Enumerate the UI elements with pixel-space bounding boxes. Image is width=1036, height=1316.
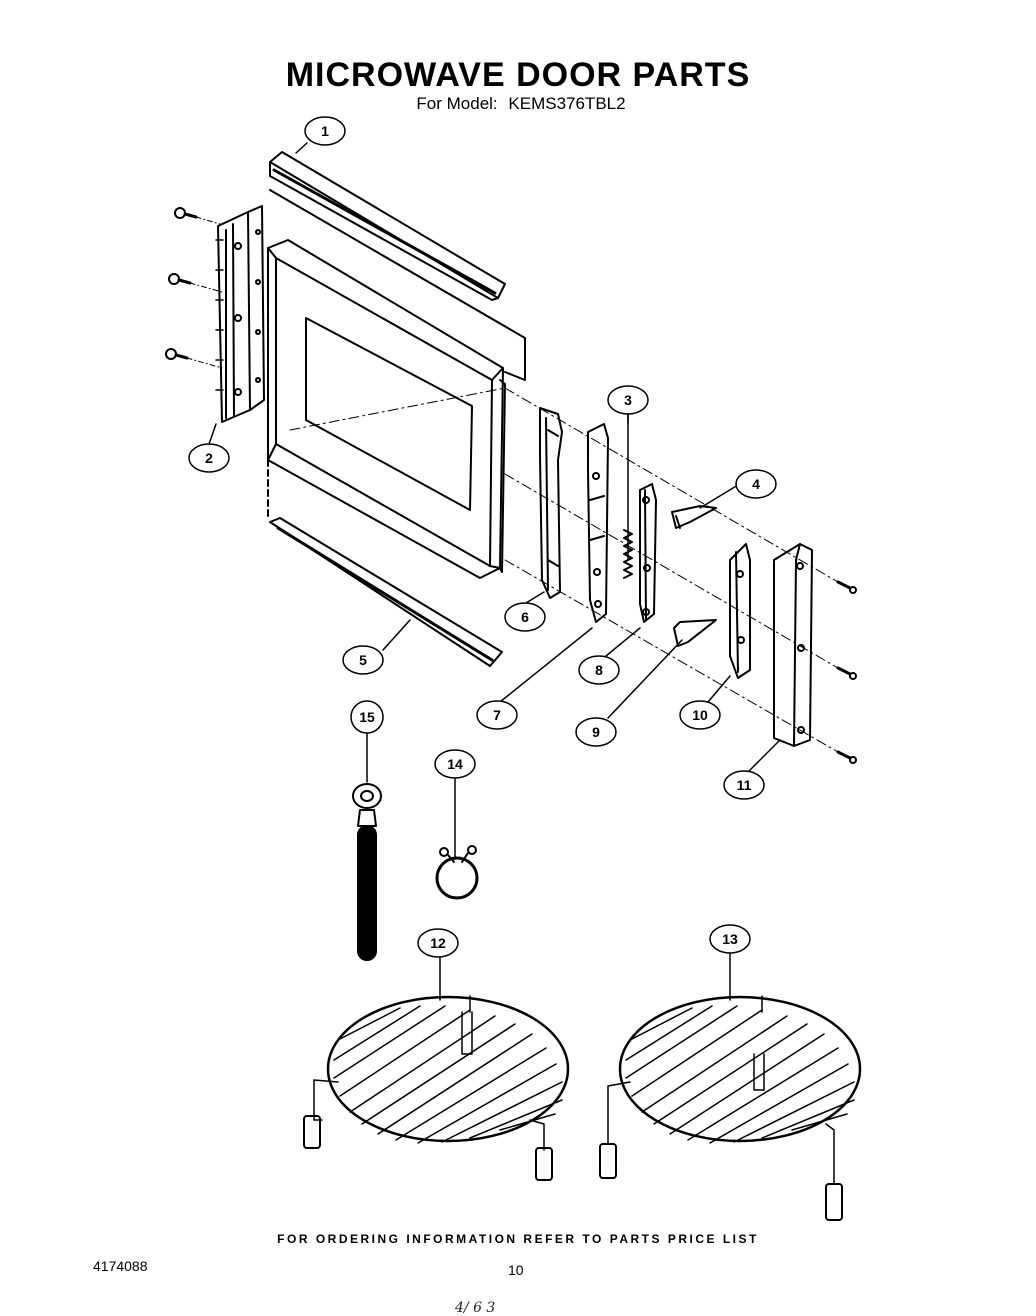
svg-text:4: 4 bbox=[752, 476, 760, 492]
callout-6: 6 bbox=[504, 602, 546, 632]
svg-text:7: 7 bbox=[493, 707, 501, 723]
svg-text:3: 3 bbox=[624, 392, 632, 408]
part-bottom-trim bbox=[269, 517, 503, 667]
part-hinge bbox=[215, 205, 265, 423]
callout-1: 1 bbox=[304, 116, 346, 146]
callout-2: 2 bbox=[188, 443, 230, 473]
part-13-rack bbox=[599, 995, 862, 1221]
handwritten-note: 4/ 6 3 bbox=[455, 1300, 496, 1316]
svg-text:10: 10 bbox=[692, 707, 708, 723]
alignment-lines bbox=[289, 387, 839, 753]
part-6 bbox=[539, 407, 563, 599]
part-10 bbox=[729, 543, 751, 679]
part-top-trim bbox=[269, 151, 526, 381]
svg-text:13: 13 bbox=[722, 931, 738, 947]
svg-text:12: 12 bbox=[430, 935, 446, 951]
callouts: 1 2 3 4 5 6 7 8 bbox=[188, 116, 777, 958]
part-3-spring bbox=[623, 413, 633, 579]
callout-4: 4 bbox=[735, 469, 777, 499]
part-8 bbox=[639, 483, 657, 623]
svg-text:6: 6 bbox=[521, 609, 529, 625]
svg-text:9: 9 bbox=[592, 724, 600, 740]
model-number: KEMS376TBL2 bbox=[508, 94, 626, 113]
part-11-screws bbox=[836, 580, 857, 764]
svg-text:14: 14 bbox=[447, 756, 463, 772]
svg-text:5: 5 bbox=[359, 652, 367, 668]
ordering-note: FOR ORDERING INFORMATION REFER TO PARTS … bbox=[277, 1232, 759, 1246]
model-label: For Model: bbox=[416, 94, 498, 113]
part-9-latch bbox=[673, 619, 717, 647]
callout-15: 15 bbox=[350, 700, 384, 734]
part-14-clamp bbox=[435, 845, 479, 900]
callout-13: 13 bbox=[709, 924, 751, 954]
callout-7: 7 bbox=[476, 700, 518, 730]
callout-5: 5 bbox=[342, 645, 384, 675]
door-frame bbox=[267, 239, 506, 579]
svg-text:2: 2 bbox=[205, 450, 213, 466]
part-11 bbox=[773, 543, 813, 747]
callout-3: 3 bbox=[607, 385, 649, 415]
hinge-screws bbox=[165, 207, 223, 369]
part-15-cord bbox=[352, 783, 382, 961]
part-7 bbox=[587, 423, 609, 623]
leader-lines bbox=[208, 142, 781, 1001]
callout-11: 11 bbox=[723, 770, 765, 800]
page-number: 10 bbox=[508, 1262, 524, 1278]
page-title: MICROWAVE DOOR PARTS bbox=[285, 56, 751, 94]
svg-text:8: 8 bbox=[595, 662, 603, 678]
part-12-rack bbox=[303, 995, 570, 1181]
callout-14: 14 bbox=[434, 749, 476, 779]
svg-text:1: 1 bbox=[321, 123, 329, 139]
callout-9: 9 bbox=[575, 717, 617, 747]
callout-12: 12 bbox=[417, 928, 459, 958]
part-4-latch bbox=[671, 505, 717, 529]
svg-text:11: 11 bbox=[737, 777, 752, 793]
callout-8: 8 bbox=[578, 655, 620, 685]
model-line: For Model: KEMS376TBL2 bbox=[0, 94, 1036, 114]
svg-text:15: 15 bbox=[359, 709, 375, 725]
callout-10: 10 bbox=[679, 700, 721, 730]
document-number: 4174088 bbox=[93, 1258, 148, 1274]
